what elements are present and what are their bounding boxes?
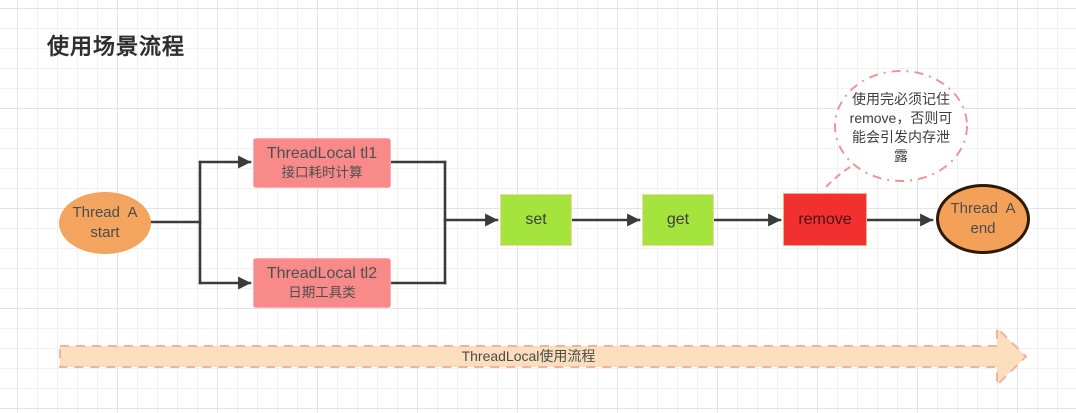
node-get: get: [642, 194, 714, 246]
node-remove-label: remove: [798, 210, 852, 228]
node-thread-start-label-line2: start: [90, 224, 120, 241]
annotation-line: 露: [894, 148, 908, 164]
thought-bubble: [834, 70, 968, 182]
thought-bubble-tail: [822, 166, 851, 191]
node-thread-start: Thread A start: [59, 192, 151, 254]
annotation-line: 能会引发内存泄: [852, 129, 950, 145]
annotation-line: 使用完必须记住: [852, 91, 950, 107]
memory-leak-annotation: 使用完必须记住 remove，否则可 能会引发内存泄 露: [841, 90, 961, 166]
node-thread-end-label-line2: end: [970, 220, 996, 237]
node-thread-end: Thread A end: [936, 184, 1030, 254]
node-tl2-subtitle: 日期工具类: [288, 285, 356, 300]
diagram-title: 使用场景流程: [47, 34, 186, 59]
node-get-label: get: [666, 211, 690, 228]
node-tl1-subtitle: 接口耗时计算: [281, 165, 363, 180]
node-tl1-title: ThreadLocal tl1: [266, 145, 378, 162]
node-thread-start-label-line1: Thread A: [72, 204, 138, 221]
node-threadlocal-tl1: ThreadLocal tl1 接口耗时计算: [253, 138, 391, 188]
flow-banner-arrow: [59, 325, 1028, 388]
node-tl2-title: ThreadLocal tl2: [266, 265, 378, 282]
node-threadlocal-tl2: ThreadLocal tl2 日期工具类: [253, 258, 391, 308]
node-remove: remove: [783, 193, 867, 246]
node-set: set: [500, 194, 572, 246]
node-thread-end-label-line1: Thread A: [950, 200, 1016, 217]
annotation-line: remove，否则可: [849, 110, 953, 126]
node-set-label: set: [525, 211, 547, 228]
flow-banner-label: ThreadLocal使用流程: [461, 348, 596, 364]
